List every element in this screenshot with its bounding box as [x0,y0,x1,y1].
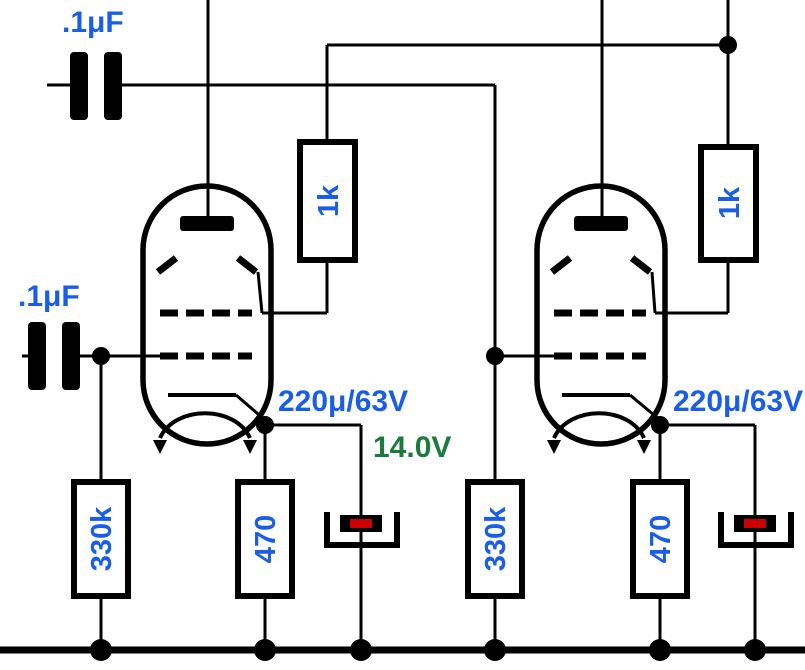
cathode-voltage-label: 14.0V [373,431,451,464]
cap-top-label: .1μF [62,6,124,39]
elko-1-label: 220μ/63V [278,385,408,418]
resistor-grid-2 [465,479,525,599]
cap-left-label: .1μF [18,280,80,313]
resistor-cathode-1 [235,479,295,599]
junction-dots [90,36,766,661]
coupling-capacitor-left [28,322,80,390]
vacuum-tube-1 [140,183,274,454]
r-grid-1-label: 330k [86,506,118,571]
electrolytic-capacitor-1 [324,512,400,548]
resistor-grid-1 [71,479,131,599]
r-cathode-2-label: 470 [645,515,677,563]
r-cathode-1-label: 470 [250,515,282,563]
wires [0,0,805,654]
coupling-capacitor-top [70,52,122,120]
resistor-plate-1 [297,139,358,263]
r-grid-2-label: 330k [480,506,512,571]
resistor-plate-2 [698,144,759,263]
vacuum-tube-2 [534,183,668,454]
electrolytic-capacitor-2 [718,512,794,548]
resistor-cathode-2 [630,479,690,599]
r-plate-2-label: 1k [714,186,746,219]
r-plate-1-label: 1k [313,184,345,217]
elko-2-label: 220μ/63V [673,385,803,418]
